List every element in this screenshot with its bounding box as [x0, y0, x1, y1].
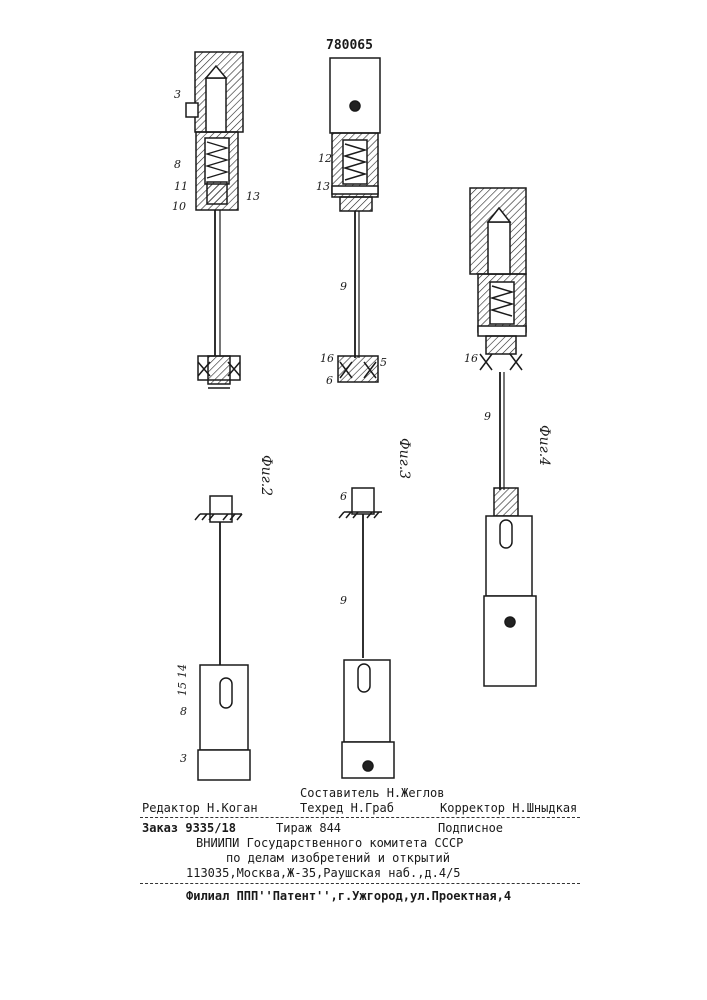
fig2-label-10: 10 — [172, 200, 186, 213]
fig2-labels-lower: 15 14 8 3 — [176, 664, 189, 765]
fig3-caption: Фиг.3 — [396, 438, 412, 479]
fig2-upper-assembly — [186, 52, 243, 388]
fig2-caption: Фиг.2 — [258, 455, 274, 496]
fig3-label-16: 16 — [320, 352, 334, 365]
fig3-label-6: 6 — [326, 374, 333, 387]
fig2-lower-assembly — [195, 496, 250, 780]
fig3-lower-assembly — [339, 488, 394, 778]
fig4-label-16: 16 — [464, 352, 478, 365]
corrector-line: Корректор Н.Шныдкая — [440, 801, 577, 815]
order-line: Заказ 9335/18 — [142, 821, 236, 835]
fig2-label-13: 13 — [246, 190, 260, 203]
fig3-labels-lower: 6 9 — [340, 490, 347, 607]
org-line-2: по делам изобретений и открытий — [226, 851, 450, 865]
branch-line: Филиал ППП''Патент'',г.Ужгород,ул.Проект… — [186, 889, 511, 903]
footer-rule-top — [140, 817, 580, 818]
fig3-label-5: 5 — [380, 356, 387, 369]
fig3-label-13: 13 — [316, 180, 330, 193]
fig2-label-3: 3 — [174, 88, 181, 101]
subscription-line: Подписное — [438, 821, 503, 835]
fig3-label-9b: 9 — [340, 594, 347, 607]
fig3-label-9: 9 — [340, 280, 347, 293]
fig2-label-8: 8 — [174, 158, 181, 171]
fig4-label-9: 9 — [484, 410, 491, 423]
fig2-label-14: 14 — [176, 664, 189, 678]
patent-number: 780065 — [326, 38, 373, 53]
fig2-label-8b: 8 — [180, 705, 187, 718]
techred-line: Техред Н.Граб — [300, 801, 394, 815]
address-line: 113035,Москва,Ж-35,Раушская наб.,д.4/5 — [186, 866, 461, 880]
fig3-upper-assembly — [330, 58, 380, 382]
org-line-1: ВНИИПИ Государственного комитета СССР — [196, 836, 463, 850]
footer-rule-bottom — [140, 883, 580, 884]
fig2-label-3b: 3 — [180, 752, 187, 765]
fig4-caption: Фиг.4 — [536, 425, 552, 466]
editor-line: Редактор Н.Коган — [142, 801, 258, 815]
fig2-label-11: 11 — [174, 180, 188, 193]
fig3-label-12: 12 — [318, 152, 332, 165]
fig2-label-15: 15 — [176, 682, 189, 696]
fig3-label-6b: 6 — [340, 490, 347, 503]
fig4-assembly — [470, 188, 536, 686]
circulation-line: Тираж 844 — [276, 821, 341, 835]
compiler-line: Составитель Н.Жеглов — [300, 786, 445, 800]
